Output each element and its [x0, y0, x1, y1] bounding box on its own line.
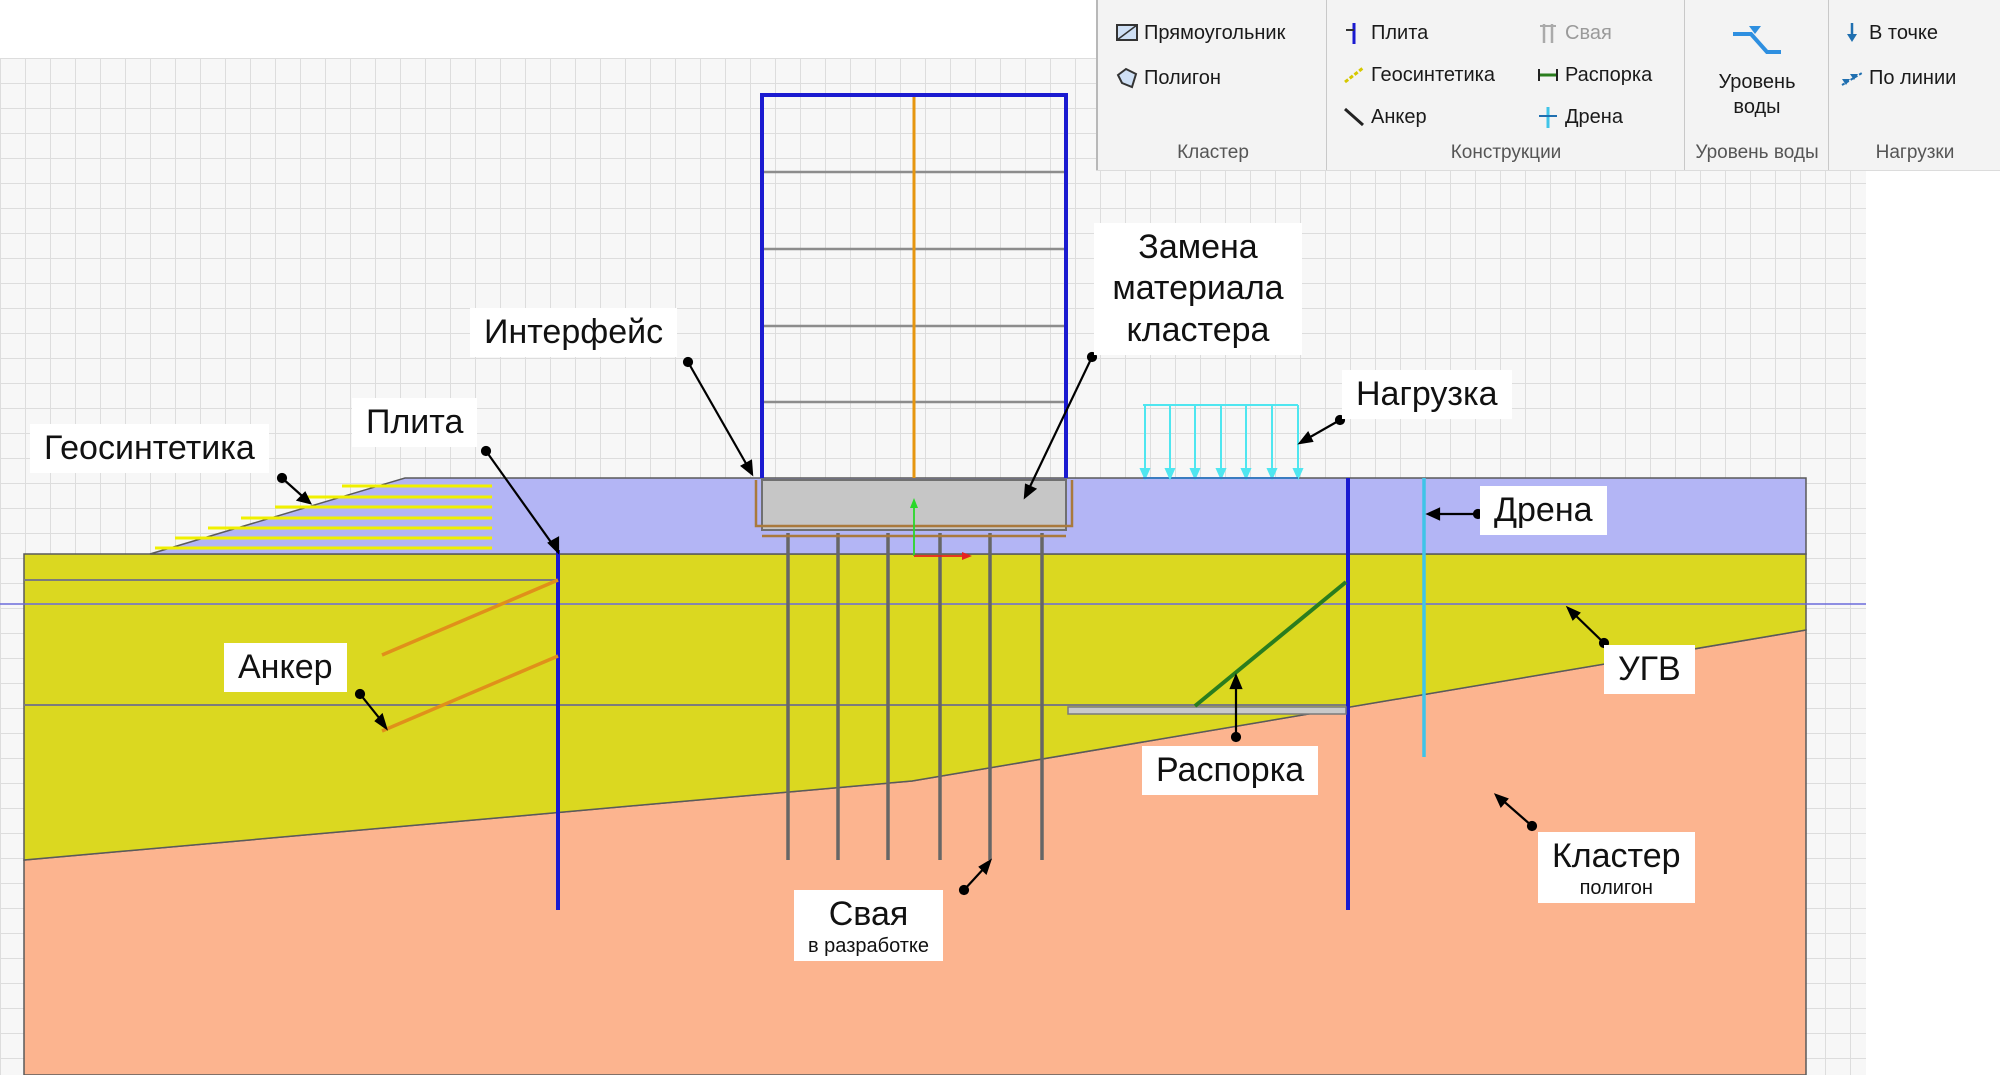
drain-tool-button[interactable]: Дрена — [1535, 102, 1623, 132]
water-level-tool-button[interactable]: Уровень воды — [1685, 20, 1829, 120]
geosynthetic-layers[interactable] — [155, 484, 492, 550]
anchor-tool-button[interactable]: Анкер — [1341, 102, 1427, 132]
ribbon-caption-cluster: Кластер — [1177, 142, 1249, 163]
rectangle-tool-button[interactable]: Прямоугольник — [1114, 18, 1285, 48]
ribbon-caption-water-level: Уровень воды — [1695, 142, 1819, 163]
strut-base[interactable] — [1067, 706, 1347, 715]
geotechnical-model[interactable] — [0, 58, 1866, 1075]
strut[interactable] — [1193, 580, 1348, 708]
callout-strut: Распорка — [1142, 746, 1319, 796]
callout-drain: Дрена — [1480, 486, 1607, 536]
callout-geosynthetic: Геосинтетика — [30, 424, 269, 474]
callout-gwl: УГВ — [1604, 645, 1695, 695]
ribbon-caption-loads: Нагрузки — [1875, 142, 1955, 163]
piles[interactable] — [786, 533, 1044, 860]
strut-tool-button[interactable]: Распорка — [1535, 60, 1652, 90]
polygon-tool-button[interactable]: Полигон — [1114, 63, 1221, 93]
callout-leaders — [276, 351, 1610, 896]
ribbon-group-cluster: Прямоугольник Полигон Кластер — [1096, 0, 1328, 170]
geosynthetic-tool-button[interactable]: Геосинтетика — [1341, 60, 1495, 90]
callout-anchor: Анкер — [224, 643, 347, 693]
anchor-upper[interactable] — [381, 578, 559, 657]
line-load-icon — [1841, 72, 1863, 86]
anchor-icon — [1344, 107, 1364, 127]
water-level-icon — [1733, 26, 1781, 54]
geosynthetic-icon — [1344, 66, 1364, 84]
ribbon-group-structures: Плита Геосинтетика Анкер Свая Распорка Д… — [1326, 0, 1685, 170]
rectangle-icon — [1116, 24, 1138, 41]
callout-pile-subtitle: в разработке — [808, 935, 930, 958]
pile-tool-button[interactable]: Свая — [1535, 18, 1612, 48]
plate-icon — [1346, 23, 1356, 44]
drain-icon — [1539, 107, 1557, 128]
polygon-icon — [1116, 67, 1138, 89]
callout-cluster-subtitle: полигон — [1579, 877, 1653, 900]
point-load-icon — [1847, 23, 1857, 42]
callout-interface: Интерфейс — [470, 308, 678, 358]
pile-icon — [1540, 24, 1556, 43]
water-level-tool-label: Уровень воды — [1718, 71, 1796, 118]
callout-load: Нагрузка — [1342, 370, 1512, 420]
plate-tool-button[interactable]: Плита — [1341, 18, 1428, 48]
callout-plate: Плита — [352, 398, 478, 448]
ribbon-caption-structures: Конструкции — [1450, 142, 1562, 163]
line-load-tool-button[interactable]: По линии — [1839, 63, 1956, 93]
strut-icon — [1538, 69, 1558, 81]
ribbon-group-water-level: Уровень воды Уровень воды — [1684, 0, 1829, 170]
anchor-lower[interactable] — [381, 654, 559, 733]
building[interactable] — [760, 93, 1068, 478]
point-load-tool-button[interactable]: В точке — [1839, 18, 1938, 48]
local-axes-icon — [910, 498, 972, 560]
ribbon-group-loads: В точке По линии Нагрузки — [1828, 0, 2000, 170]
model-canvas[interactable] — [0, 58, 1866, 1075]
ribbon-toolbar: Прямоугольник Полигон Кластер Плита Геос… — [1096, 0, 2000, 171]
callout-material-replacement: Замена материала кластера — [1094, 223, 1302, 356]
distributed-load[interactable] — [1139, 404, 1304, 481]
